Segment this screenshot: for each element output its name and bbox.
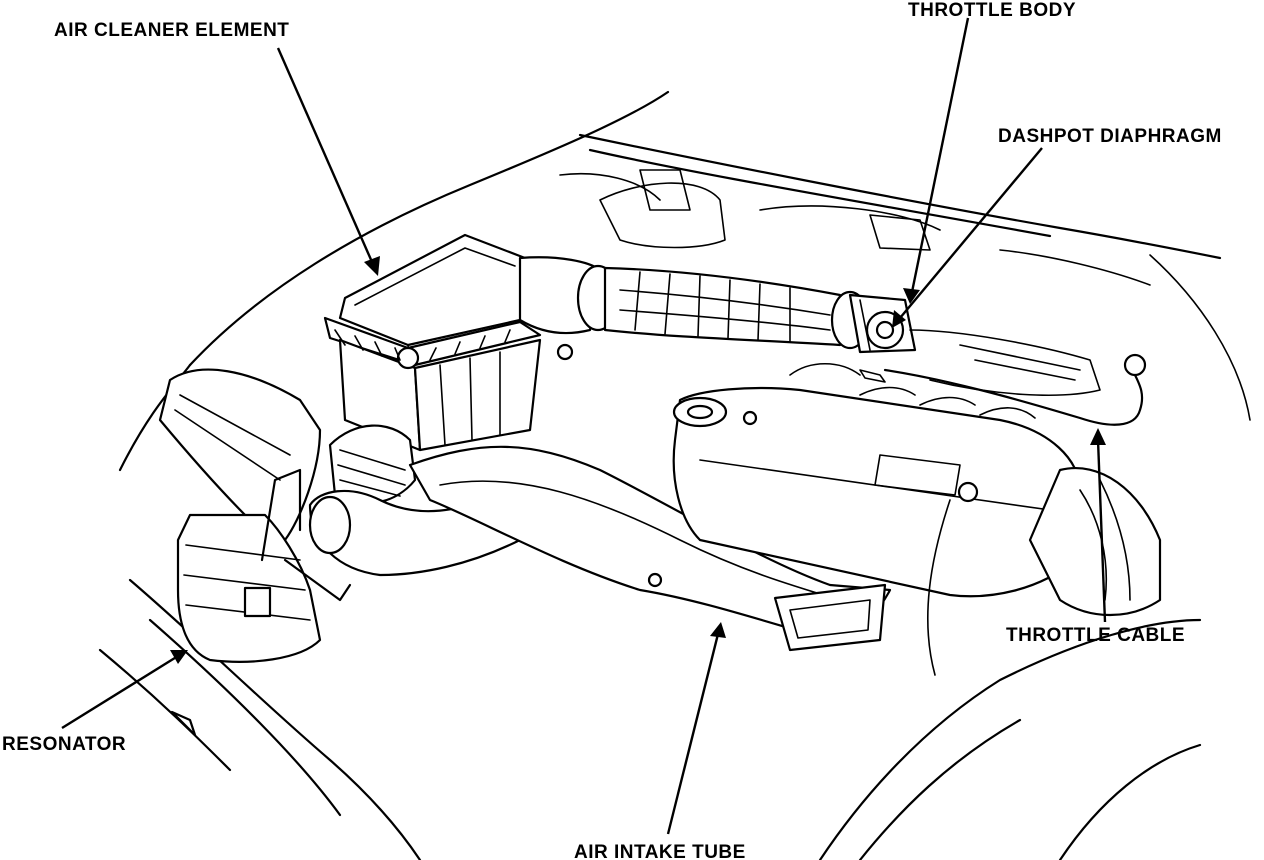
resonator [176, 468, 352, 663]
leader-dashpot [899, 147, 1043, 319]
intake-manifold [789, 329, 1101, 419]
leader-air-intake-tube [666, 633, 720, 835]
label-throttle-body: THROTTLE BODY [908, 0, 1076, 21]
air-cleaner-housing [323, 233, 574, 452]
label-throttle-cable: THROTTLE CABLE [1006, 625, 1185, 646]
arrowhead-air-intake-tube [710, 622, 726, 638]
label-air-cleaner-element: AIR CLEANER ELEMENT [54, 20, 289, 41]
label-dashpot-diaphragm: DASHPOT DIAPHRAGM [998, 126, 1222, 147]
intake-duct [518, 256, 870, 350]
firewall-components [559, 169, 1151, 286]
air-intake-tube [408, 445, 892, 652]
arrowhead-throttle-cable [1090, 428, 1106, 445]
throttle-body [848, 293, 917, 354]
headlight-housing [158, 368, 322, 542]
leader-resonator [61, 654, 179, 730]
arrowhead-dashpot [892, 310, 906, 328]
label-resonator: RESONATOR [2, 734, 126, 755]
throttle-cable [859, 353, 1147, 426]
arrowhead-throttle-body [903, 288, 920, 304]
label-air-intake-tube: AIR INTAKE TUBE [574, 842, 746, 860]
leader-throttle-body [910, 17, 970, 293]
leader-throttle-cable [1096, 439, 1107, 623]
arrowhead-air-cleaner [364, 256, 380, 276]
leader-air-cleaner [276, 47, 374, 263]
arrowhead-resonator [170, 650, 188, 664]
